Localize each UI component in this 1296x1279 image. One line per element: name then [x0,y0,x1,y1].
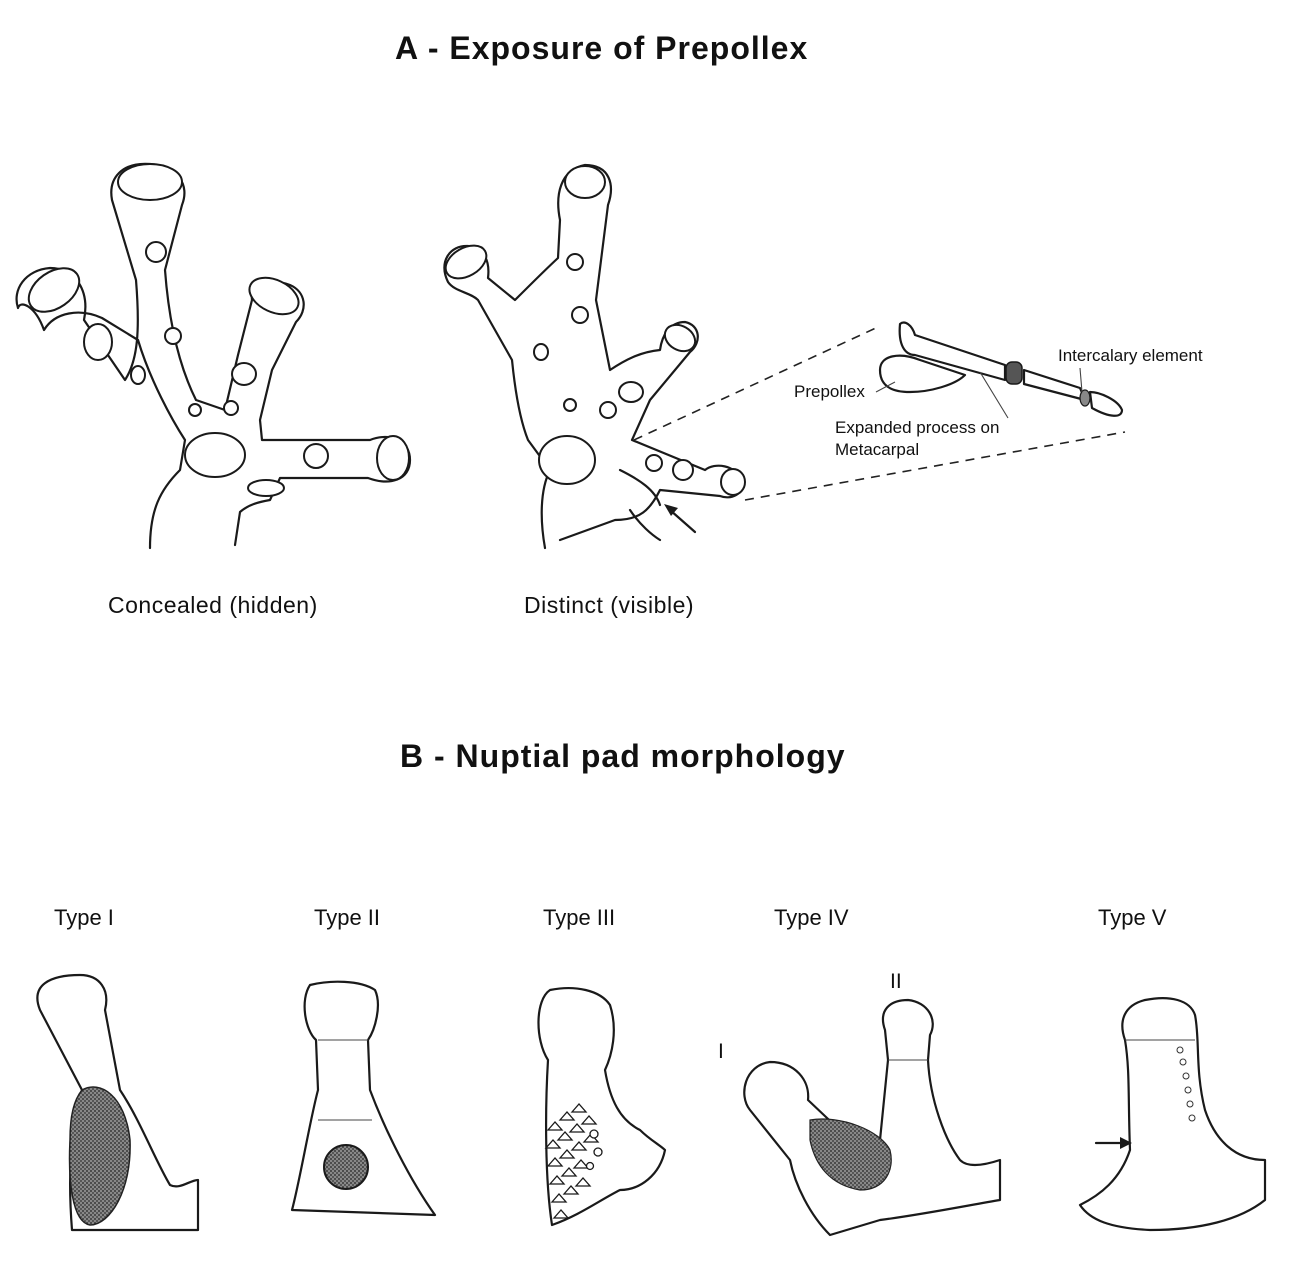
caption-concealed: Concealed (hidden) [108,592,318,618]
type-iii-drawing [537,987,667,1227]
type-label-5: Type V [1098,905,1167,930]
zoom-line-bottom [744,431,1126,501]
digit-label-one: I [718,1040,724,1063]
prepollex-arrow [664,504,697,534]
type-iii-tubercles [544,1103,603,1219]
label-expanded-process-line1: Expanded process on [835,418,1000,437]
hand-distinct-drawing [443,163,746,550]
label-prepollex: Prepollex [794,382,865,401]
caption-distinct: Distinct (visible) [524,592,695,618]
type-v-arrow [1094,1137,1132,1149]
type-ii-drawing [290,980,437,1217]
type-v-gland-dots [1176,1046,1196,1122]
type-v-drawing [1078,997,1267,1232]
hand-concealed-drawing [15,162,412,550]
type-label-3: Type III [543,905,616,930]
type-i-drawing [36,973,200,1232]
type-label-1: Type I [54,905,114,930]
type-iv-drawing [743,998,1002,1237]
label-expanded-process-line2: Metacarpal [835,440,920,459]
zoom-line-top [633,326,879,441]
bone-inset-drawing [875,321,1124,419]
section-b-title: B - Nuptial pad morphology [400,738,846,774]
section-a-title: A - Exposure of Prepollex [395,30,809,66]
type-label-2: Type II [314,905,381,930]
digit-label-two: II [890,970,902,993]
type-label-4: Type IV [774,905,849,930]
label-intercalary-element: Intercalary element [1058,346,1203,365]
